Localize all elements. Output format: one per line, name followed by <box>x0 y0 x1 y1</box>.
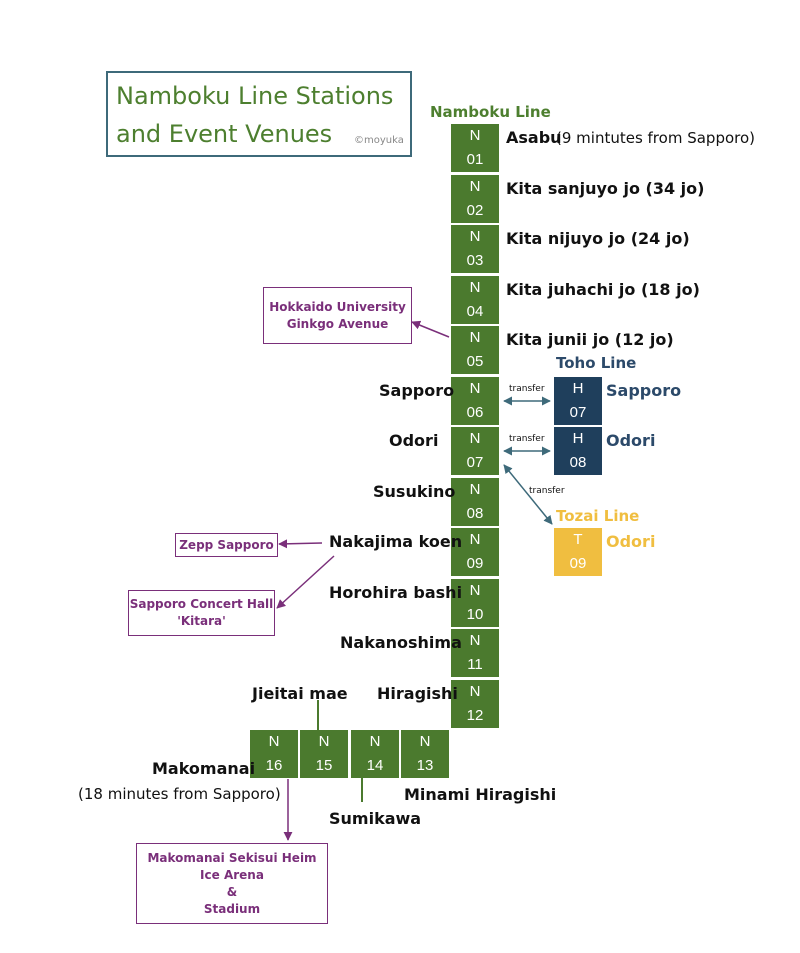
title-line-2: and Event Venues <box>116 120 333 148</box>
transfer-label-odori-toho: transfer <box>509 434 545 444</box>
label-nakajima-koen: Nakajima koen <box>329 532 463 551</box>
label-odori: Odori <box>389 431 439 450</box>
label-asabu: Asabu <box>506 128 562 147</box>
venue-arrow-ginkgo <box>411 320 450 338</box>
label-makomanai: Makomanai <box>152 759 256 778</box>
label-hiragishi: Hiragishi <box>377 684 458 703</box>
label-minami-hiragishi: Minami Hiragishi <box>404 785 557 804</box>
venue-arrow-zepp <box>278 539 323 549</box>
label-toho-sapporo: Sapporo <box>606 381 682 400</box>
transfer-arrow-odori-tozai <box>503 464 553 525</box>
label-kita-12: Kita junii jo (12 jo) <box>506 330 674 349</box>
label-sumikawa: Sumikawa <box>329 809 422 828</box>
label-sapporo: Sapporo <box>379 381 455 400</box>
label-kita-34: Kita sanjuyo jo (34 jo) <box>506 179 705 198</box>
venue-kitara: Sapporo Concert Hall'Kitara' <box>128 590 275 636</box>
note-asabu: (9 mintutes from Sapporo) <box>556 129 756 147</box>
tozai-line-name: Tozai Line <box>556 507 640 525</box>
label-kita-18: Kita juhachi jo (18 jo) <box>506 280 700 299</box>
toho-line-name: Toho Line <box>556 354 637 372</box>
label-tozai-odori: Odori <box>606 532 656 551</box>
title-box: Namboku Line Stations and Event Venues ©… <box>106 71 412 157</box>
transfer-label-sapporo: transfer <box>509 384 545 394</box>
venue-arrow-kitara <box>276 555 335 609</box>
label-nakanoshima: Nakanoshima <box>340 633 462 652</box>
label-kita-24: Kita nijuyo jo (24 jo) <box>506 229 690 248</box>
note-makomanai: (18 minutes from Sapporo) <box>78 785 281 803</box>
label-toho-odori: Odori <box>606 431 656 450</box>
label-horohira-bashi: Horohira bashi <box>329 583 463 602</box>
label-jieitai-mae: Jieitai mae <box>252 684 348 703</box>
label-susukino: Susukino <box>373 482 456 501</box>
credit: ©moyuka <box>354 135 404 146</box>
namboku-line-name: Namboku Line <box>430 103 551 121</box>
title-line-1: Namboku Line Stations <box>116 82 394 110</box>
venue-zepp-sapporo: Zepp Sapporo <box>175 533 278 557</box>
